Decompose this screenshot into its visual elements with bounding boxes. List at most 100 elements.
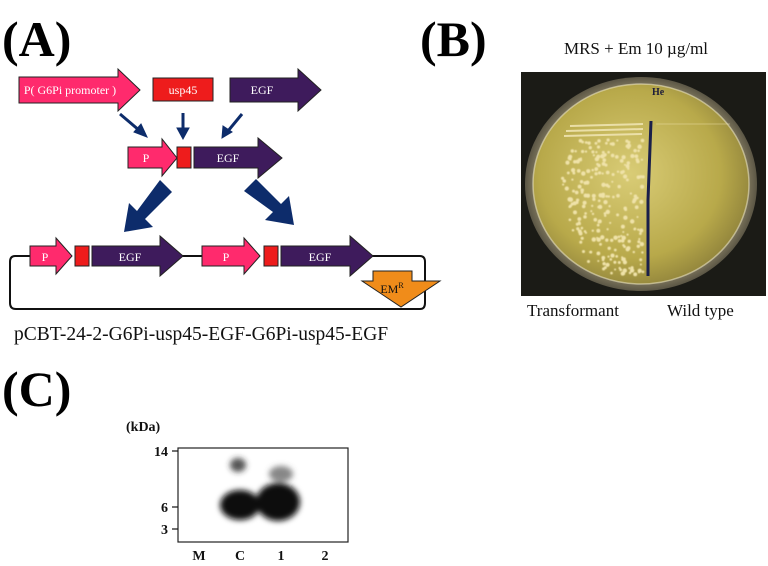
colony — [637, 144, 642, 150]
colony — [639, 199, 644, 205]
colony — [591, 168, 594, 172]
colony — [617, 239, 622, 243]
colony — [641, 270, 645, 274]
wild-type-label: Wild type — [667, 301, 734, 320]
colony — [572, 189, 575, 193]
colony — [592, 197, 596, 201]
colony — [610, 238, 614, 242]
colony — [639, 263, 642, 266]
colony — [628, 267, 631, 270]
colony — [607, 185, 611, 188]
colony — [603, 214, 607, 217]
colony — [605, 209, 611, 215]
colony — [637, 149, 640, 153]
colony — [578, 222, 581, 226]
colony — [581, 204, 586, 209]
colony — [618, 266, 621, 270]
colony — [594, 172, 598, 176]
colony — [609, 258, 613, 261]
colony — [588, 146, 592, 150]
colony — [570, 149, 574, 153]
colony — [598, 193, 603, 198]
band-c — [220, 490, 260, 520]
panel-c: (C) (kDa) 14 6 3 M C 1 2 — [2, 361, 349, 564]
colony — [603, 212, 607, 215]
colony — [578, 231, 583, 236]
colony — [634, 154, 639, 159]
colony — [608, 205, 611, 208]
colony — [637, 228, 640, 231]
colony — [586, 259, 591, 264]
plate-divider — [646, 120, 653, 276]
promoter-label: P( G6Pi promoter ) — [24, 83, 116, 97]
colony — [597, 259, 600, 263]
colony — [579, 158, 583, 162]
plate-mark: He — [652, 87, 665, 98]
colony — [570, 202, 574, 206]
colony — [617, 260, 621, 265]
colony — [635, 158, 639, 162]
lane-c: C — [235, 549, 245, 564]
colony — [593, 217, 598, 222]
colony — [606, 138, 610, 142]
plasmid-gene-1-label: EGF — [119, 250, 142, 264]
colony — [605, 238, 609, 242]
colony — [622, 244, 625, 247]
colony — [561, 176, 565, 180]
plasmid-backbone — [9, 255, 426, 310]
colony — [607, 195, 611, 198]
lane-2: 2 — [322, 549, 329, 564]
colony — [572, 171, 576, 175]
colony — [575, 198, 580, 202]
colony — [600, 235, 605, 240]
insertion-arrows — [124, 179, 294, 232]
colony — [639, 232, 642, 235]
panel-a-letter: (A) — [2, 11, 71, 67]
colony — [579, 240, 583, 244]
colony — [603, 266, 607, 270]
plasmid-promoter-1-label: P — [42, 250, 49, 264]
colony — [567, 197, 572, 202]
colony — [597, 221, 600, 224]
colony — [629, 268, 635, 273]
colony — [566, 171, 570, 175]
panel-b: (B) MRS + Em 10 µg/ml He Transformant Wi… — [420, 11, 766, 320]
colony — [602, 262, 606, 266]
colony — [568, 218, 572, 222]
colony — [607, 255, 610, 258]
colony — [565, 160, 570, 165]
colony — [615, 255, 619, 258]
colony — [599, 242, 602, 246]
colony — [591, 204, 594, 208]
colony — [577, 159, 580, 163]
colony — [624, 208, 628, 212]
colony — [623, 163, 627, 166]
colony — [580, 188, 585, 193]
colony — [636, 215, 639, 219]
colony — [616, 139, 619, 142]
colony — [581, 249, 586, 254]
colony — [625, 178, 629, 182]
colony — [622, 268, 628, 273]
colony — [627, 140, 631, 144]
colony — [571, 178, 574, 181]
colony — [639, 228, 644, 233]
colony — [580, 149, 585, 154]
colony — [626, 161, 631, 165]
transformant-label: Transformant — [527, 301, 619, 320]
colony — [596, 145, 601, 149]
colony — [619, 158, 624, 163]
colony — [592, 154, 596, 157]
colony — [584, 150, 588, 153]
plasmid-cassette-1: P EGF — [29, 234, 184, 278]
colony — [569, 157, 572, 161]
colony — [633, 272, 638, 277]
colony — [591, 193, 596, 198]
colony — [611, 142, 615, 146]
colony — [621, 155, 626, 160]
colony — [587, 141, 591, 145]
colony — [601, 182, 606, 187]
colony — [562, 179, 567, 183]
colony — [601, 172, 604, 175]
colony — [639, 175, 643, 179]
